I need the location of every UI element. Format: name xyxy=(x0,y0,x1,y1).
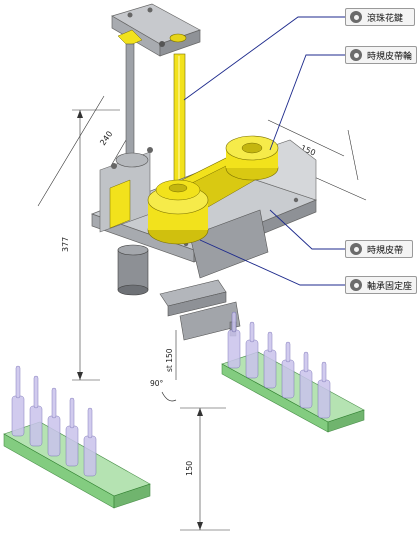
right-bottles xyxy=(227,311,331,419)
guide-rod xyxy=(125,43,135,161)
left-block xyxy=(99,147,153,233)
callout-timing-pulley: 時規皮帶輪 xyxy=(345,46,417,64)
dim-stroke-label: st 150 xyxy=(165,348,174,372)
gear-icon xyxy=(350,243,362,255)
rotation-arrow xyxy=(161,391,177,402)
lower-cylinder xyxy=(117,244,149,296)
dimension-lines xyxy=(37,95,367,531)
large-pulley xyxy=(147,179,209,245)
dim-240-label: 240 xyxy=(98,129,114,147)
dim-150-bottom-label: 150 xyxy=(185,461,194,476)
gear-icon xyxy=(350,11,362,23)
callout-bearing-seat: 軸承固定座 xyxy=(345,276,417,294)
gear-icon xyxy=(350,49,362,61)
top-clamp-yellow xyxy=(117,29,143,47)
callout-ball-spline: 滾珠花鍵 xyxy=(345,8,415,26)
top-bracket xyxy=(111,3,201,57)
callout-timing-pulley-label: 時規皮帶輪 xyxy=(367,51,413,62)
callout-timing-belt: 時規皮帶 xyxy=(345,240,413,258)
callout-bearing-seat-label: 軸承固定座 xyxy=(367,281,413,292)
dim-rotation-label: 90° xyxy=(150,379,164,388)
gripper-arm xyxy=(159,279,241,341)
small-pulley xyxy=(225,135,279,181)
left-bottles xyxy=(11,365,97,477)
callout-timing-belt-label: 時規皮帶 xyxy=(367,245,404,256)
dimension-arrows xyxy=(77,110,203,530)
dim-377-label: 377 xyxy=(61,237,70,252)
ball-spline-shaft xyxy=(173,53,186,195)
callout-ball-spline-label: 滾珠花鍵 xyxy=(367,13,404,24)
gear-icon xyxy=(350,279,362,291)
leader-lines xyxy=(183,16,345,286)
under-housing xyxy=(189,209,269,279)
